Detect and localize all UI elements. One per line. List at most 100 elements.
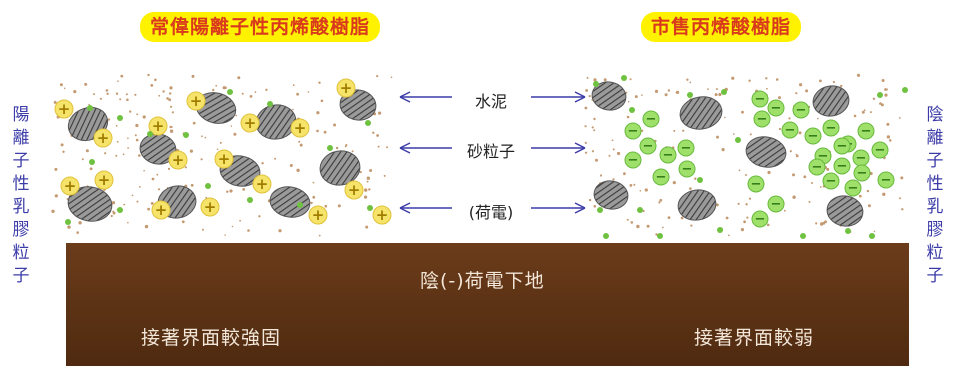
sand-dot: [840, 84, 843, 88]
charge-label: (荷電): [468, 203, 514, 222]
left-title: 常偉陽離子性丙烯酸樹脂: [140, 12, 381, 42]
negative-sign: −: [837, 159, 848, 174]
sand-dot: [765, 77, 768, 80]
side-char: 子: [926, 266, 944, 286]
sand-dot: [212, 88, 215, 92]
sand-dot: [815, 222, 818, 225]
sand-dot: [60, 143, 64, 147]
negative-particle-circle: [639, 137, 657, 155]
sand-dot: [822, 221, 826, 225]
sand-dot: [694, 177, 697, 180]
sand-dot: [169, 92, 172, 95]
sand-dot: [817, 117, 819, 120]
small-negative-dot: [327, 145, 333, 151]
sand-dot: [351, 150, 354, 153]
sand-dot: [204, 136, 207, 139]
negative-sign: −: [656, 170, 667, 185]
cement-particle: [591, 81, 627, 111]
sand-dot: [795, 92, 798, 95]
small-negative-dot: [89, 159, 95, 165]
positive-sign: +: [218, 150, 231, 168]
sand-dot: [171, 111, 174, 114]
sand-dot: [658, 201, 661, 204]
sand-dot: [745, 174, 747, 176]
negative-particle-circle: [833, 137, 851, 155]
sand-dot: [111, 201, 116, 205]
sand-dot: [832, 80, 836, 84]
sand-dot: [386, 146, 389, 149]
sand-dot: [882, 192, 886, 196]
sand-dot: [201, 135, 203, 138]
negative-sign: −: [682, 162, 693, 177]
sand-dot: [585, 89, 588, 92]
small-negative-dot: [877, 92, 883, 98]
positive-particle-circle: [372, 205, 392, 225]
sand-dot: [134, 134, 137, 137]
cement-particle: [812, 85, 850, 117]
sand-dot: [216, 148, 219, 151]
sand-dot: [623, 172, 626, 176]
cement-particle: [319, 150, 361, 186]
sand-dot: [617, 151, 621, 156]
sand-dot: [345, 144, 348, 147]
sand-dot: [599, 174, 603, 177]
sand-dot: [689, 81, 692, 84]
positive-sign: +: [348, 181, 361, 199]
sand-dot: [884, 88, 887, 91]
cement-particle: [826, 195, 864, 227]
sand-dot: [629, 78, 632, 81]
sand-dot: [588, 95, 591, 98]
sand-dot: [318, 81, 321, 84]
side-char: 膠: [926, 220, 944, 240]
sand-dot: [686, 78, 689, 81]
sand-dot: [741, 110, 744, 114]
sand-label: 砂粒子: [466, 142, 515, 161]
sand-dot: [53, 100, 57, 104]
negative-particle: −: [751, 90, 769, 108]
positive-particle: +: [94, 170, 114, 190]
negative-particle: −: [624, 151, 642, 169]
sand-dot: [296, 92, 299, 96]
small-negative-dot: [687, 92, 693, 98]
negative-particle-circle: [792, 101, 810, 119]
sand-dot: [135, 138, 139, 142]
positive-sign: +: [294, 119, 307, 137]
sand-dot: [169, 129, 174, 133]
sand-dot: [168, 98, 172, 102]
sand-dot: [789, 150, 792, 153]
sand-dot: [229, 189, 233, 193]
positive-particle-circle: [240, 113, 260, 133]
sand-dot: [731, 76, 735, 80]
negative-particle-circle: [652, 168, 670, 186]
sand-dot: [249, 95, 253, 98]
negative-particle-circle: [781, 121, 799, 139]
sand-dot: [67, 225, 71, 229]
sand-dot: [644, 188, 648, 192]
negative-sign: −: [861, 124, 872, 139]
positive-sign: +: [376, 206, 389, 224]
positive-particle: +: [214, 149, 234, 169]
right-caption: 接著界面較弱: [694, 327, 815, 349]
sand-dot: [798, 131, 802, 135]
negative-sign: −: [812, 160, 823, 175]
negative-sign: −: [785, 123, 796, 138]
sand-dot: [900, 176, 904, 180]
sand-dot: [76, 231, 79, 234]
sand-dot: [869, 111, 872, 114]
negative-particle-circle: [833, 157, 851, 175]
sand-dot: [73, 90, 77, 94]
negative-particle-circle: [767, 195, 785, 213]
negative-particle-circle: [871, 141, 889, 159]
sand-dot: [899, 197, 901, 200]
arrow-right-head: [574, 91, 586, 103]
sand-dot: [886, 122, 890, 126]
cement-label: 水泥: [474, 92, 507, 111]
negative-particle: −: [822, 172, 840, 190]
sand-dot: [292, 84, 295, 87]
small-negative-dot: [147, 131, 153, 137]
sand-dot: [630, 221, 634, 224]
sand-dot: [659, 198, 663, 202]
sand-dot: [135, 123, 139, 128]
cement-particles: [67, 81, 864, 227]
